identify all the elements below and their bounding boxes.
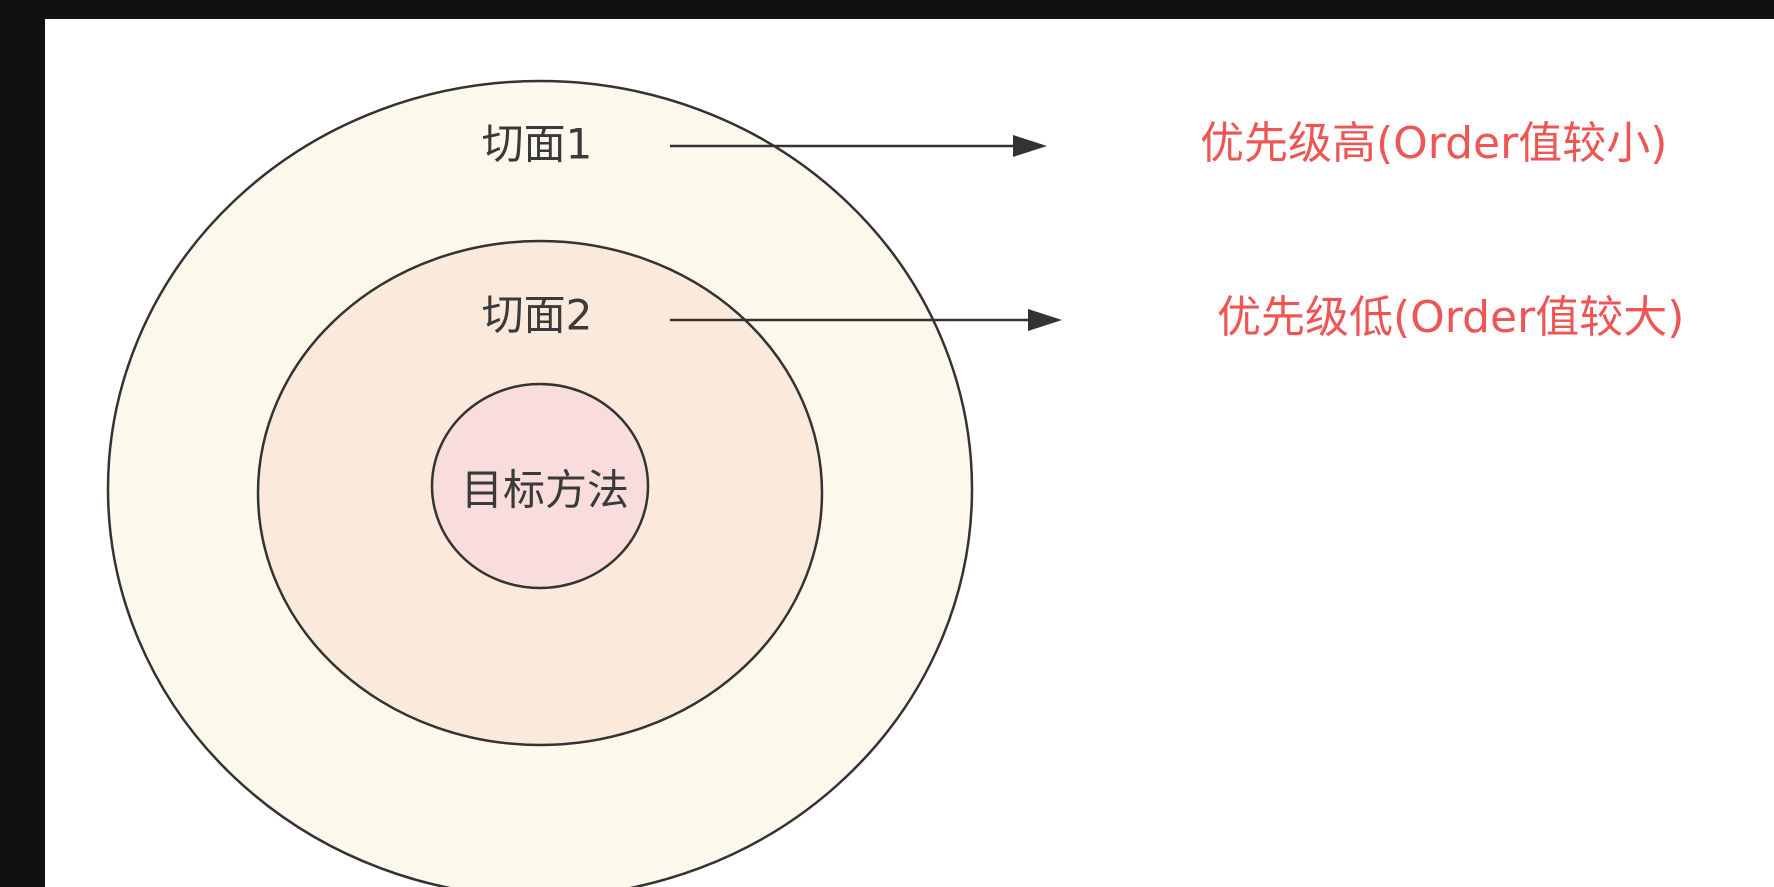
low-priority-label: 优先级低(Order值较大) (1217, 292, 1684, 343)
aspect-order-diagram: 切面1 切面2 目标方法 优先级高(Order值较小) 优先级低(Order值较… (106, 79, 1684, 887)
outer-ring-label: 切面1 (482, 120, 593, 169)
arrow-low-priority (670, 309, 1062, 331)
middle-ring-label: 切面2 (482, 291, 593, 340)
high-priority-label: 优先级高(Order值较小) (1200, 118, 1667, 169)
inner-circle (430, 382, 650, 590)
arrow-high-priority (670, 135, 1047, 157)
diagram-canvas: 切面1 切面2 目标方法 优先级高(Order值较小) 优先级低(Order值较… (45, 19, 1774, 887)
inner-circle-label: 目标方法 (461, 466, 629, 515)
